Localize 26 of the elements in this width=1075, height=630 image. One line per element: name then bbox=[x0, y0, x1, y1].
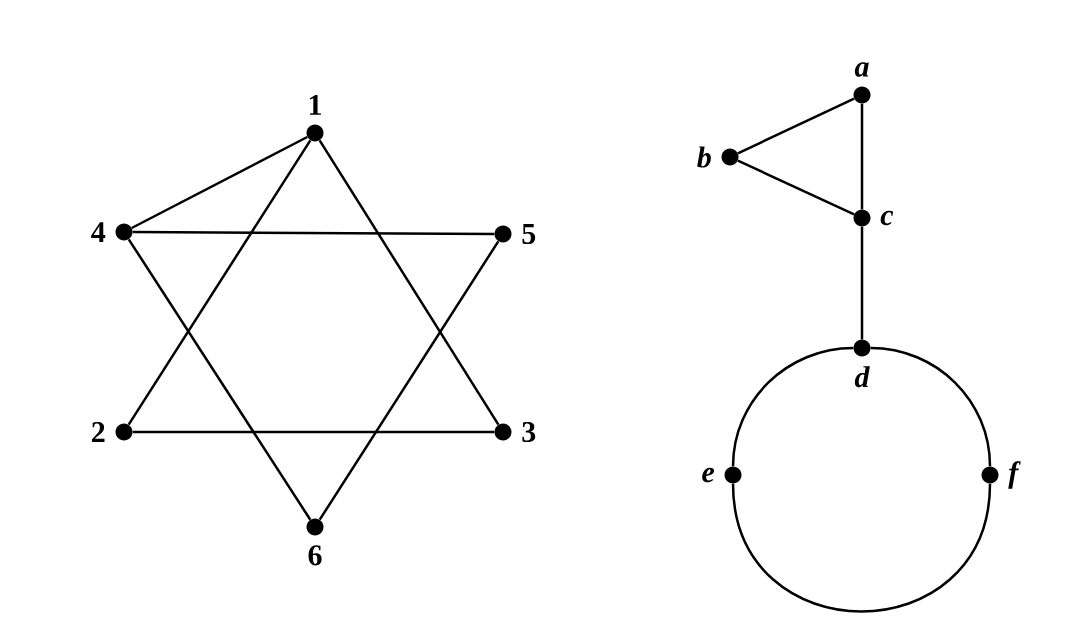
edge-line bbox=[860, 226, 864, 340]
node-label: d bbox=[854, 366, 870, 388]
edge-line bbox=[737, 159, 855, 216]
node-label: 3 bbox=[522, 421, 536, 443]
edge-line bbox=[731, 483, 992, 613]
edge-line bbox=[318, 139, 500, 426]
node-label: c bbox=[880, 210, 894, 226]
node-label: 6 bbox=[308, 545, 322, 566]
node-label: b bbox=[697, 146, 711, 168]
edge-line bbox=[318, 240, 500, 521]
edge-line bbox=[132, 430, 495, 434]
node-label: 1 bbox=[309, 94, 321, 115]
edge-line bbox=[132, 230, 495, 236]
node-label: 2 bbox=[92, 422, 105, 442]
node-label: e bbox=[702, 467, 715, 483]
edge-line bbox=[870, 346, 992, 467]
edge-line bbox=[127, 238, 312, 521]
edge-line bbox=[860, 103, 864, 210]
edge-line bbox=[731, 346, 854, 467]
node-label: 5 bbox=[522, 224, 536, 244]
node-label: f bbox=[1008, 461, 1021, 489]
edge-line bbox=[737, 97, 855, 155]
edge-line bbox=[127, 139, 312, 426]
node-label: 4 bbox=[91, 222, 106, 242]
edge-line bbox=[131, 135, 308, 230]
node-label: a bbox=[854, 62, 869, 77]
